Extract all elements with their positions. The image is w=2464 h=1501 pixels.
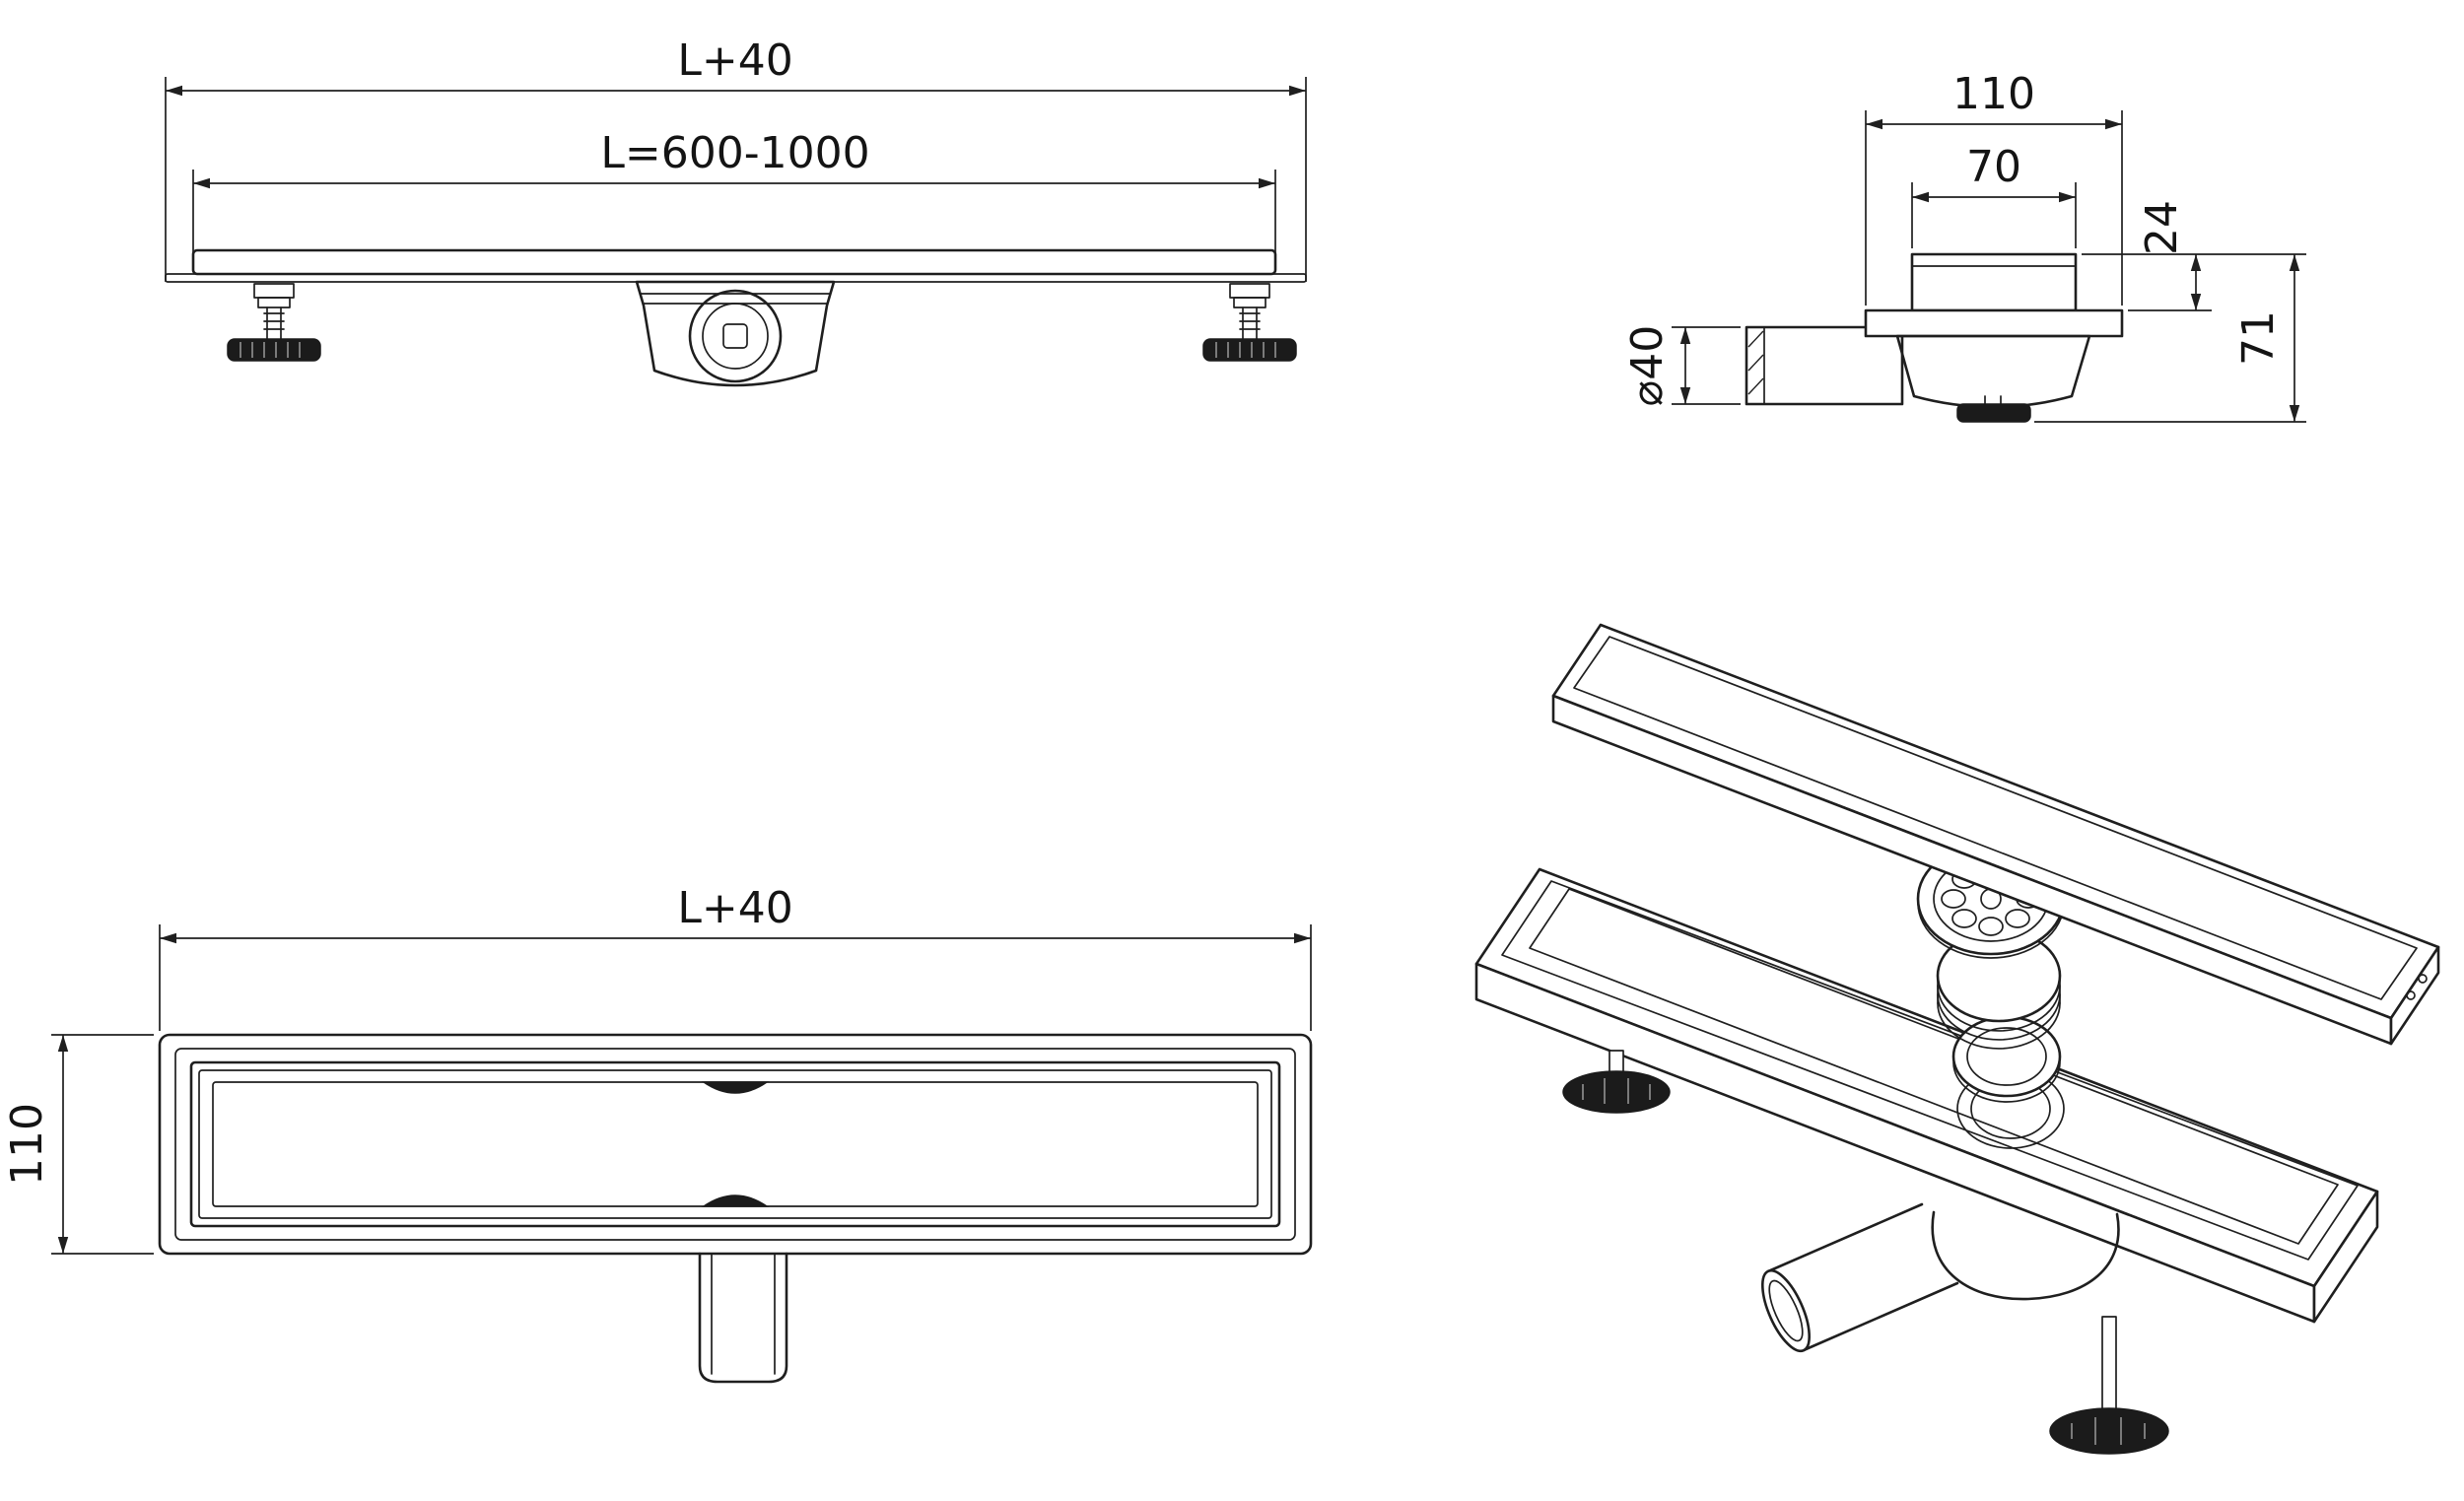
left-foot-elevation [227, 283, 321, 362]
finger-notch-top [701, 1081, 770, 1094]
iso-right-foot [2049, 1316, 2169, 1455]
dim-end-outlet-diameter: ⌀40 [1622, 325, 1741, 406]
plan-body [158, 1033, 1313, 1384]
iso-channel-tray [1474, 867, 2379, 1324]
iso-pipe-opening [1761, 1268, 1811, 1353]
plan-outer-edge [158, 1033, 1313, 1256]
dim-plan-width: 110 [2, 1034, 154, 1255]
dim-label-elevation-overall: L+40 [677, 35, 792, 86]
dim-label-end-total-height: 71 [2233, 310, 2284, 366]
dim-elevation-overall: L+40 [165, 35, 1307, 282]
dim-plan-overall: L+40 [159, 883, 1312, 1031]
plan-view: L+40 110 [2, 883, 1313, 1384]
iso-siphon-and-pipe [1761, 1202, 2120, 1353]
grate-end-view [1910, 252, 2078, 312]
siphon-elevation [635, 280, 836, 387]
end-view: 110 70 24 ⌀40 71 [1622, 69, 2306, 423]
dim-end-grate-height: 24 [2082, 200, 2306, 311]
plan-grate-frame [189, 1060, 1281, 1228]
finger-notch-bottom [701, 1194, 770, 1207]
grate-cover-elevation [191, 248, 1277, 276]
iso-left-foot [1562, 1050, 1671, 1114]
outlet-pipe-plan [698, 1252, 788, 1384]
dim-label-end-body-width: 110 [1952, 69, 2035, 119]
dim-elevation-channel-length: L=600-1000 [192, 128, 1276, 256]
dim-end-total-height: 71 [2034, 254, 2306, 423]
plan-grate-opening [212, 1081, 1259, 1207]
dim-label-plan-overall: L+40 [677, 883, 792, 933]
elevation-view: L+40 L=600-1000 [165, 35, 1307, 387]
iso-channel-end-wall [2312, 1190, 2379, 1324]
siphon-end-view [1895, 334, 2091, 409]
dim-label-end-grate-width: 70 [1966, 142, 2021, 192]
iso-grate [1551, 623, 2440, 1046]
foot-end-view [1956, 403, 2031, 423]
dim-label-end-grate-height: 24 [2137, 200, 2187, 255]
dim-end-grate-width: 70 [1911, 142, 2077, 248]
dim-end-body-width: 110 [1865, 69, 2123, 306]
dim-label-elevation-channel-length: L=600-1000 [600, 128, 869, 178]
isometric-view [1474, 623, 2440, 1455]
dim-label-end-outlet-diameter: ⌀40 [1622, 325, 1673, 406]
dim-label-plan-width: 110 [2, 1103, 52, 1186]
outlet-pipe-end-view [1745, 325, 1904, 406]
right-foot-elevation [1202, 283, 1297, 362]
channel-flange-end-view [1864, 308, 2124, 338]
end-view-body [1745, 252, 2124, 423]
